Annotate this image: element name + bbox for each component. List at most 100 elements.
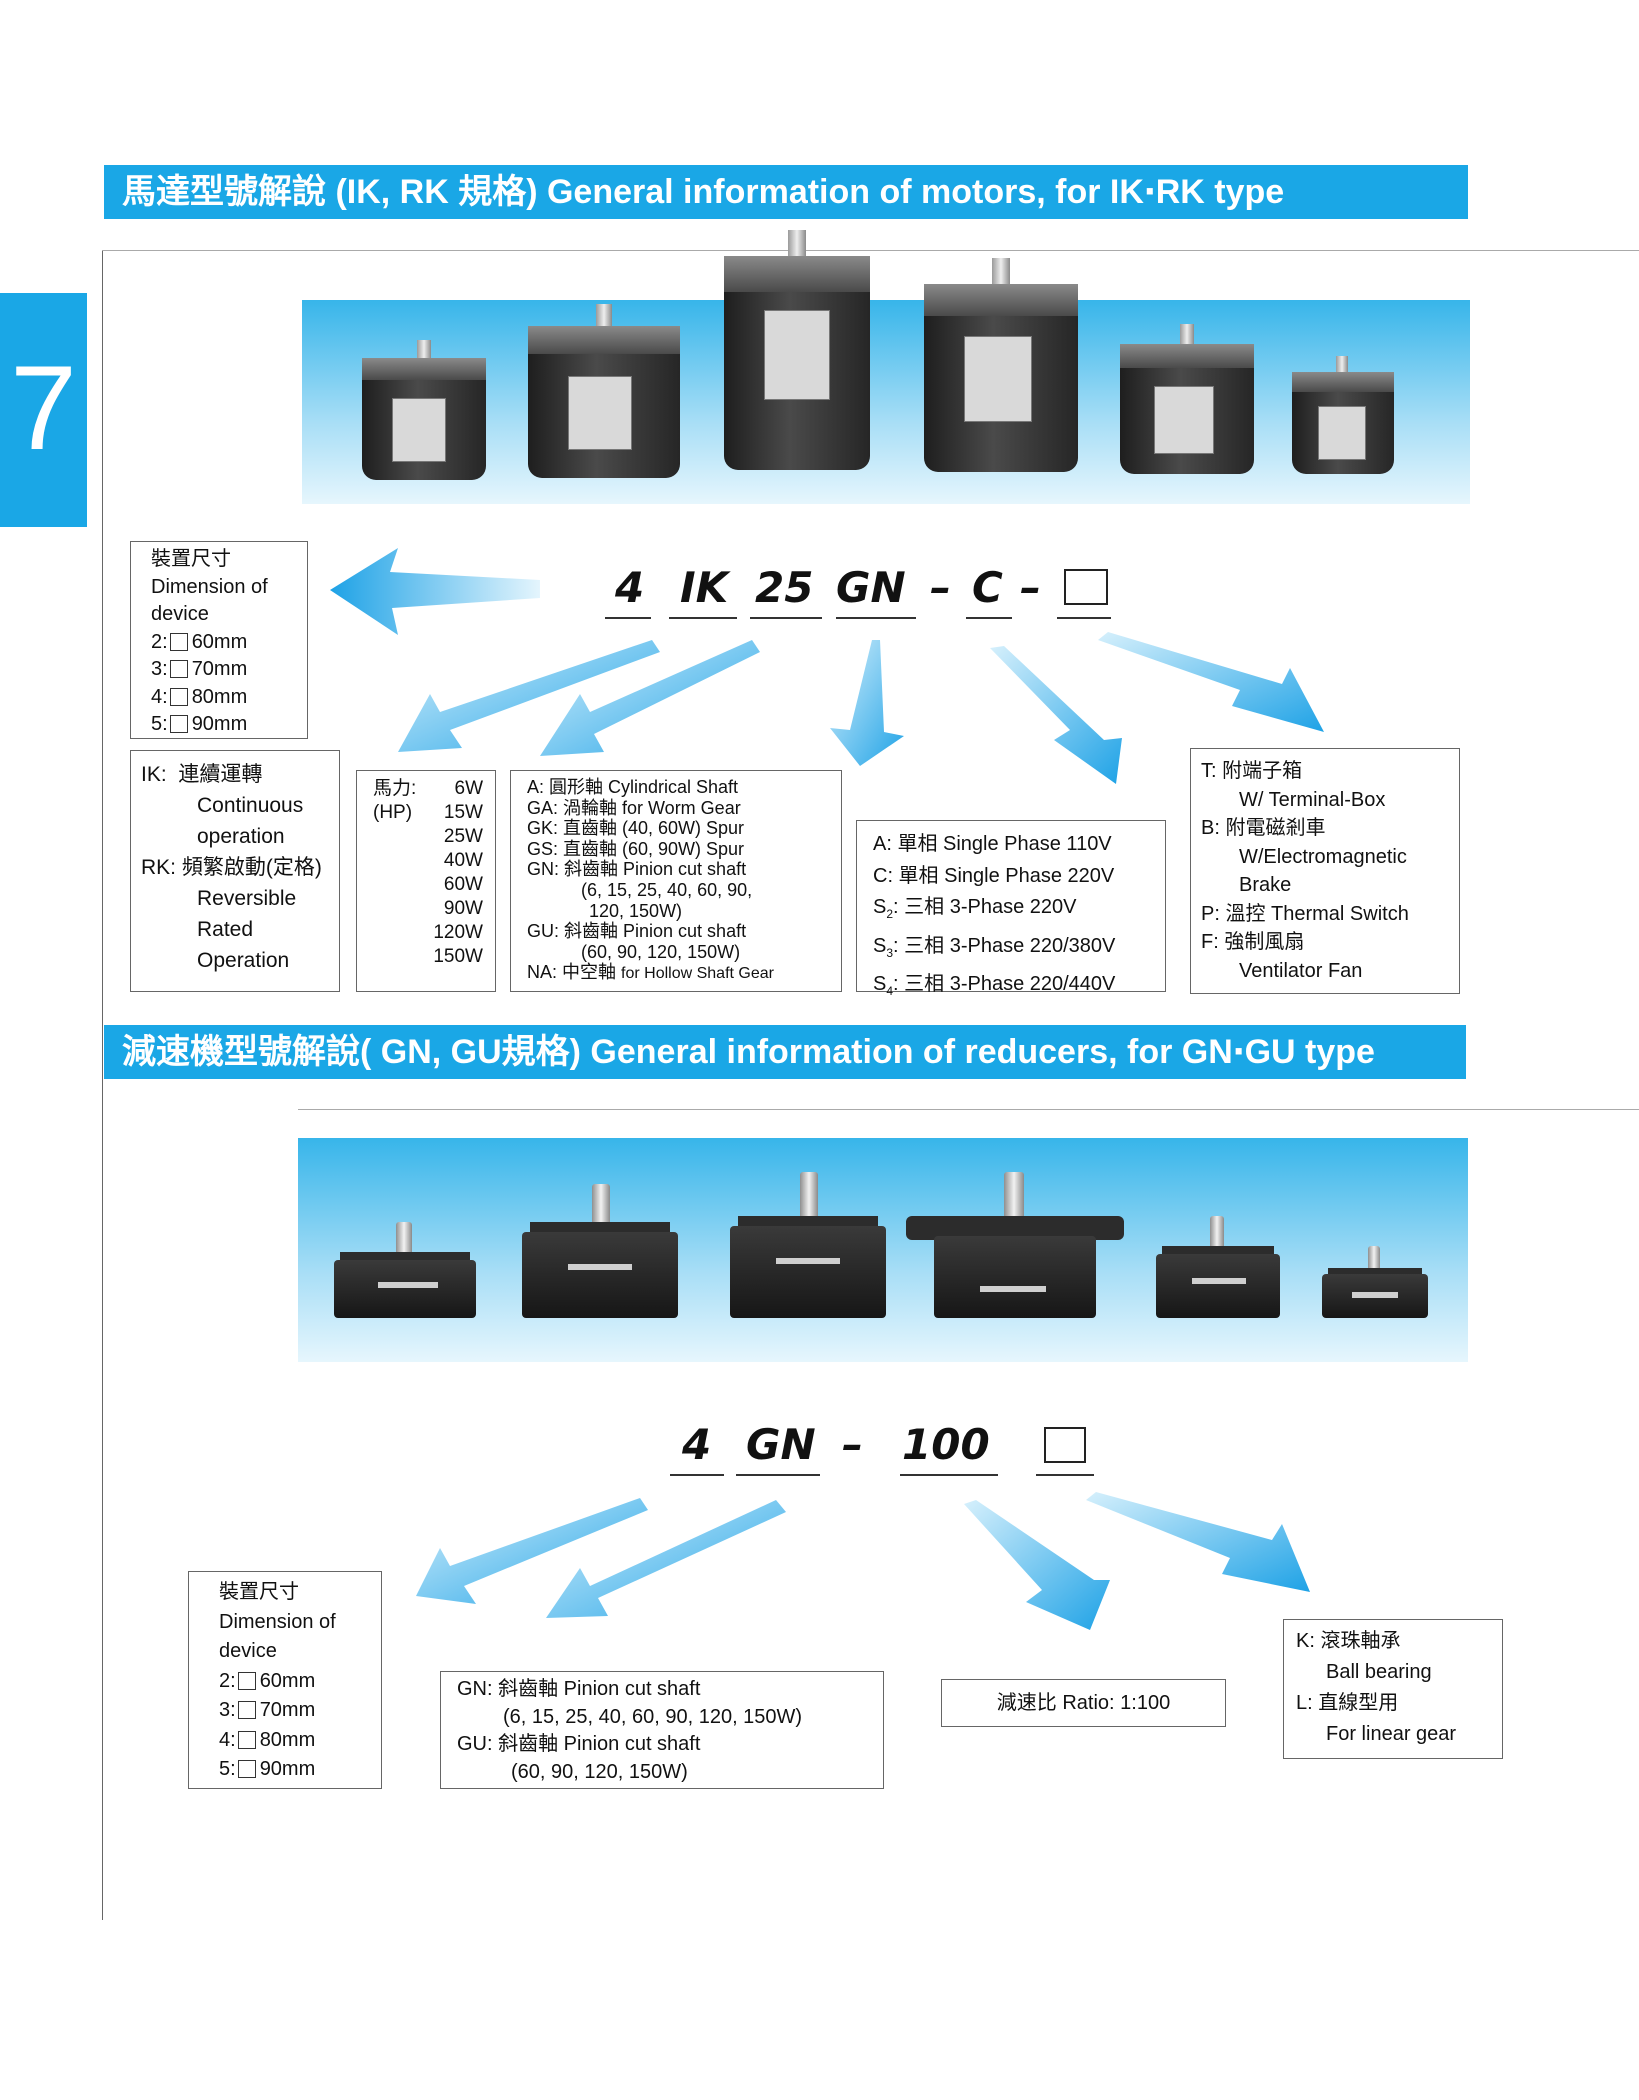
voltage-s4: S4: 三相 3-Phase 220/440V	[873, 969, 1149, 1008]
reducer-dimension-item: 5:90mm	[219, 1755, 371, 1785]
motor-power-box: 馬力: (HP) 6W 15W 25W 40W 60W 90W 120W 150…	[356, 770, 496, 992]
voltage-s2: S2: 三相 3-Phase 220V	[873, 892, 1149, 931]
reducers-banner: 減速機型號解說( GN, GU規格) General information o…	[104, 1025, 1466, 1079]
option-t: T: 附端子箱	[1201, 760, 1303, 782]
reducer-dimension-item: 2: 60mm	[219, 1667, 371, 1697]
power-value: 15W	[443, 802, 483, 823]
shaft-na-suffix: for Hollow Shaft Gear	[621, 965, 774, 983]
voltage-s2-key: S	[873, 896, 887, 918]
motor-code-part-5: C	[972, 563, 1003, 612]
voltage-s4-key: S	[873, 973, 887, 995]
reducer-ratio-box: 減速比 Ratio: 1:100	[941, 1679, 1226, 1727]
type-rk-key: RK:	[141, 856, 177, 879]
motor-image-2	[528, 304, 680, 478]
checkbox-square-icon	[237, 1701, 256, 1719]
power-value: 120W	[433, 922, 483, 943]
reducer-dimension-value: 70mm	[259, 1699, 316, 1721]
power-label-cn: 馬力:	[373, 778, 417, 799]
power-label-hp: (HP)	[373, 802, 413, 823]
arrow-icon	[964, 1500, 1110, 1630]
type-ik-en-1: Continuous	[197, 794, 304, 817]
shaft-line: GK: 直齒軸 (40, 60W) Spur	[527, 818, 745, 839]
motors-photo	[302, 300, 1470, 504]
reducers-divider	[298, 1109, 1639, 1110]
voltage-s3-text: : 三相 3-Phase 220/380V	[893, 934, 1116, 957]
reducer-dimension-value: 60mm	[259, 1669, 316, 1692]
motor-dimension-item: 4:80mm	[151, 684, 297, 712]
motor-code-underline-2	[669, 617, 737, 619]
checkbox-square-icon	[169, 715, 188, 733]
motor-dimension-value: 60mm	[191, 630, 248, 653]
type-rk-en-2: Rated	[197, 918, 254, 941]
shaft-line: (60, 90, 120, 150W)	[581, 941, 741, 962]
reducer-ratio-text: 減速比 Ratio: 1:100	[996, 1692, 1171, 1714]
type-rk-en-3: Operation	[197, 949, 290, 972]
shaft-line: GN: 斜齒軸 Pinion cut shaft	[527, 859, 747, 880]
bearing-k: K: 滾珠軸承	[1296, 1630, 1401, 1652]
reducer-shaft-gu-watts: (60, 90, 120, 150W)	[511, 1760, 688, 1783]
motor-dimension-item: 3:70mm	[151, 656, 297, 684]
motor-arrows	[330, 548, 1324, 784]
motor-shaft-box: A: 圓形軸 Cylindrical Shaft GA: 渦輪軸 for Wor…	[510, 770, 842, 992]
shaft-line: GU: 斜齒軸 Pinion cut shaft	[527, 921, 747, 942]
motor-code-part-2: IK	[680, 563, 729, 612]
motor-dimension-item: 2: 60mm	[151, 629, 297, 657]
bearing-l: L: 直線型用	[1296, 1692, 1399, 1714]
shaft-line: A: 圓形軸 Cylindrical Shaft	[527, 777, 739, 797]
motor-code-underline-5	[966, 617, 1012, 619]
reducer-dimension-value: 80mm	[259, 1728, 316, 1751]
reducer-code-dash-1: –	[842, 1420, 863, 1469]
motor-image-6	[1292, 356, 1394, 474]
reducer-code-option-square	[1044, 1427, 1086, 1463]
checkbox-square-icon	[169, 687, 188, 706]
motor-image-1	[362, 340, 486, 480]
power-value: 90W	[443, 898, 483, 919]
motor-code-part-1: 4	[615, 563, 645, 612]
reducer-shaft-gn-watts: (6, 15, 25, 40, 60, 90, 120, 150W)	[503, 1705, 803, 1728]
voltage-s2-sub: 2	[886, 907, 894, 921]
voltage-s2-text: : 三相 3-Phase 220V	[893, 896, 1077, 918]
reducer-code-part-3: 100	[902, 1420, 990, 1469]
arrow-icon	[990, 646, 1122, 784]
reducer-shaft-gu: GU: 斜齒軸 Pinion cut shaft	[457, 1733, 701, 1755]
reducer-dimension-title-en-1: Dimension of	[219, 1610, 336, 1633]
power-label: 馬力: (HP)	[373, 777, 416, 825]
type-rk-row: RK: 頻繁啟動(定格)	[141, 852, 329, 883]
shaft-line: GA: 渦輪軸 for Worm Gear	[527, 797, 741, 818]
type-ik-cn: 連續運轉	[178, 763, 263, 786]
motor-dimension-value: 90mm	[191, 713, 248, 735]
gearbox-image-4	[906, 1172, 1124, 1318]
arrow-icon	[398, 640, 660, 752]
page-frame-left	[102, 250, 103, 1920]
option-t-en: W/ Terminal-Box	[1239, 788, 1386, 811]
motor-dimension-title-en-2: device	[151, 603, 209, 625]
arrow-icon	[416, 1498, 648, 1604]
motor-dimension-key: 2:	[151, 630, 168, 653]
motor-code-underline-3	[750, 617, 822, 619]
option-p: P: 溫控 Thermal Switch	[1201, 902, 1409, 925]
type-rk-cn: 頻繁啟動(定格)	[181, 856, 322, 879]
chapter-tab: 7	[0, 293, 87, 527]
chapter-number: 7	[10, 341, 77, 475]
type-rk-en-1: Reversible	[197, 887, 297, 910]
bearing-k-en: Ball bearing	[1326, 1661, 1432, 1683]
reducer-dimension-key: 2:	[219, 1669, 236, 1692]
motor-image-4	[924, 258, 1078, 472]
reducer-dimension-key: 4:	[219, 1728, 236, 1751]
checkbox-square-icon	[237, 1730, 256, 1749]
checkbox-square-icon	[169, 632, 188, 651]
shaft-line-na: NA: 中空軸 for Hollow Shaft Gear	[527, 962, 825, 985]
option-f-en: Ventilator Fan	[1239, 959, 1363, 982]
motor-dimension-title-cn: 裝置尺寸	[151, 548, 231, 570]
motor-code-dash-1: –	[930, 563, 951, 612]
bearing-l-en: For linear gear	[1326, 1723, 1457, 1745]
gearbox-image-1	[334, 1222, 476, 1318]
motors-divider	[102, 250, 1639, 251]
reducer-dimension-box: 裝置尺寸 Dimension of device 2:60mm 3:70mm 4…	[188, 1571, 382, 1789]
type-ik-row: IK: 連續運轉	[141, 759, 329, 790]
motor-type-box: IK: 連續運轉 Continuous operation RK: 頻繁啟動(定…	[130, 750, 340, 992]
motor-dimension-key: 3:	[151, 658, 168, 680]
reducers-banner-title: 減速機型號解說( GN, GU規格) General information o…	[122, 1033, 1375, 1071]
motor-dimension-title-en-1: Dimension of	[151, 575, 268, 598]
motor-code-option-square	[1064, 569, 1108, 605]
